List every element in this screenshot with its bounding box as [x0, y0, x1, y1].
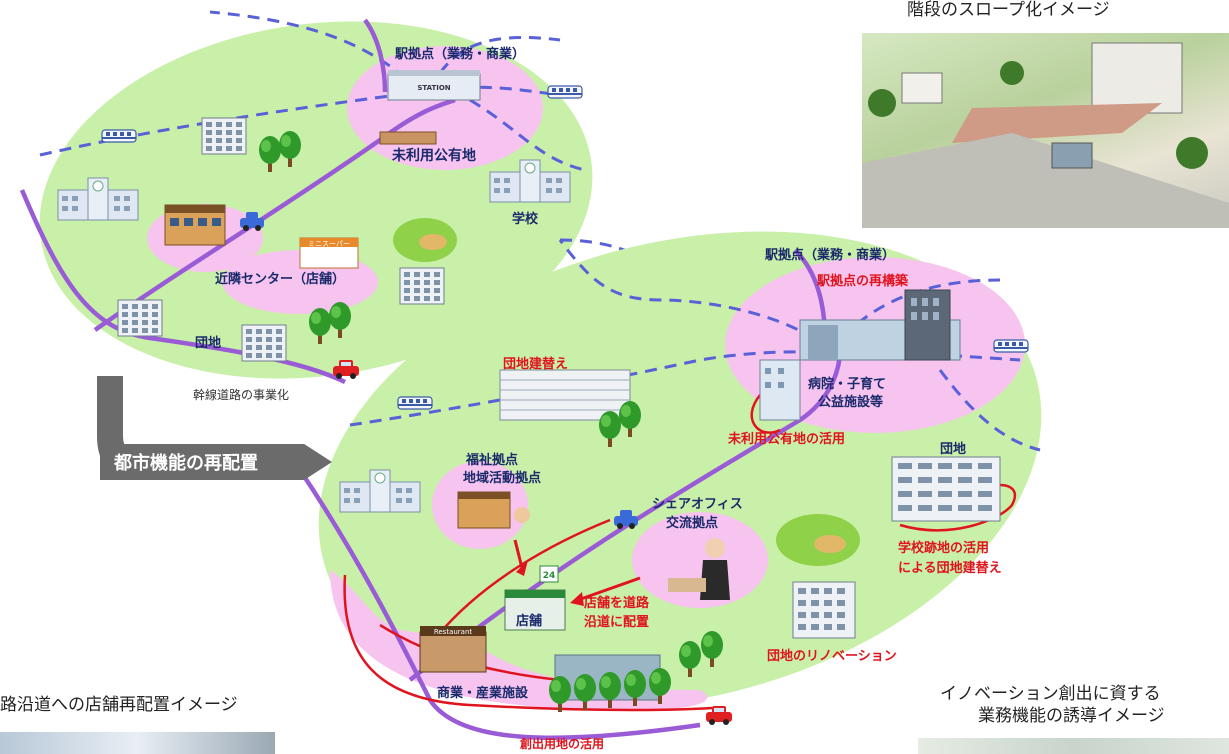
roadside-store-image: [0, 732, 275, 754]
before-neighborhood-center-label: 近隣センター（店舗）: [215, 272, 346, 287]
commercial-facility-label: 商業・産業施設: [437, 686, 529, 701]
innovation-caption-line-1: イノベーション創出に資する: [940, 684, 1161, 704]
created-land-label: 創出用地の活用: [520, 737, 605, 751]
welfare-label-1: 福祉拠点: [466, 453, 519, 468]
share-office-label-1: シェアオフィス: [652, 497, 743, 512]
store-move-label-1: 店舗を道路: [584, 596, 650, 611]
store-24-sign: 24: [543, 571, 556, 581]
before-danchi-label: 団地: [195, 336, 222, 351]
after-station-label: 駅拠点（業務・商業）: [765, 248, 896, 263]
reallocation-arrow-banner: 都市機能の再配置: [100, 444, 332, 480]
school-site-label-2: による団地建替え: [898, 561, 1002, 576]
slope-image: [862, 33, 1229, 228]
renovation-label: 団地のリノベーション: [767, 649, 897, 664]
danchi-rebuild-label: 団地建替え: [503, 357, 569, 372]
unused-land-use-label: 未利用公有地の活用: [728, 432, 846, 447]
business-function-image: [918, 738, 1229, 754]
school-site-label-1: 学校跡地の活用: [898, 541, 990, 556]
restaurant-sign: Restaurant: [434, 628, 473, 636]
arterial-road-label: 幹線道路の事業化: [193, 388, 290, 402]
innovation-caption-line-2: 業務機能の誘導イメージ: [978, 706, 1165, 726]
roadside-store-caption: 路沿道への店舗再配置イメージ: [0, 695, 238, 715]
store-move-label-2: 沿道に配置: [584, 615, 650, 630]
store-label: 店舗: [516, 614, 543, 629]
slope-image-caption: 階段のスロープ化イメージ: [907, 0, 1110, 20]
share-office-label-2: 交流拠点: [666, 516, 719, 531]
shop-sign-before: ミニスーパー: [308, 240, 350, 248]
before-school-label: 学校: [512, 212, 539, 227]
after-danchi-label: 団地: [940, 442, 967, 457]
hospital-label-1: 病院・子育て: [808, 377, 887, 392]
station-rebuild-label: 駅拠点の再構築: [817, 274, 909, 289]
before-unused-land-label: 未利用公有地: [392, 148, 476, 164]
welfare-label-2: 地域活動拠点: [463, 471, 542, 486]
hospital-label-2: 公益施設等: [818, 395, 884, 410]
station-sign-before: STATION: [417, 84, 450, 92]
before-station-label: 駅拠点（業務・商業）: [395, 47, 526, 62]
